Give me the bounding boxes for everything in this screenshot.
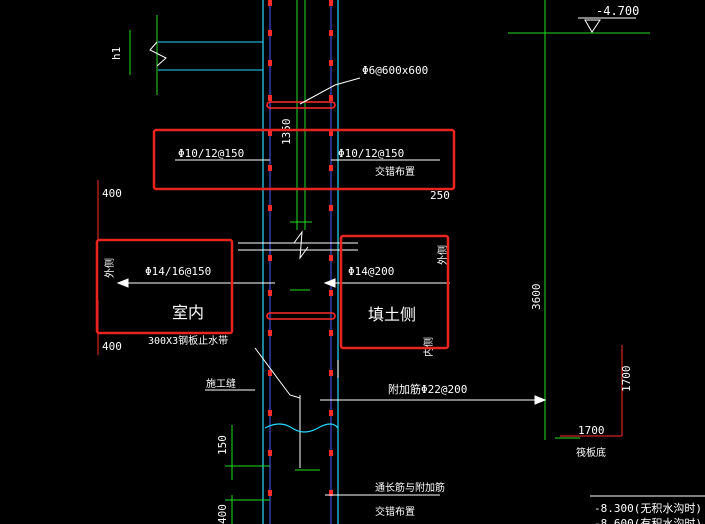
construction-joint-label: 施工缝 bbox=[206, 377, 236, 390]
indoor-label: 室内 bbox=[172, 303, 204, 322]
elevation-bottom-2: -8.600(有积水沟时) bbox=[594, 516, 702, 524]
rebar-left-top: Φ10/12@150 bbox=[178, 147, 244, 160]
dim-150-lines bbox=[225, 425, 270, 524]
stirrup-loops bbox=[266, 101, 336, 320]
rebar-leaders-mid bbox=[116, 278, 450, 288]
rebar-left-mid: Φ14/16@150 bbox=[145, 265, 211, 278]
backfill-side-label: 填土侧 bbox=[368, 305, 416, 324]
construction-joint-line bbox=[264, 423, 339, 433]
stirrup-label: Φ6@600x600 bbox=[362, 64, 428, 77]
outer-side-right: 外侧 bbox=[436, 245, 449, 265]
highlight-box-left bbox=[95, 238, 234, 335]
dim-1700-vertical: 1700 bbox=[620, 366, 633, 393]
dim-150: 150 bbox=[216, 435, 229, 455]
highlight-boxes bbox=[95, 128, 456, 350]
elevation-bottom-1: -8.300(无积水沟时) bbox=[594, 502, 702, 515]
dim-400-bottom: 400 bbox=[216, 504, 229, 524]
h1-label: h1 bbox=[110, 47, 123, 60]
additional-rebar-label: 附加筋Φ22@200 bbox=[388, 382, 467, 396]
rebar-right-mid: Φ14@200 bbox=[348, 265, 394, 278]
highlight-box-right bbox=[339, 234, 450, 350]
raft-bottom-label: 筏板底 bbox=[576, 446, 606, 459]
outer-side-left: 外侧 bbox=[103, 258, 116, 278]
stirrup-leader bbox=[299, 77, 361, 105]
break-line bbox=[238, 230, 358, 260]
highlight-box-top bbox=[152, 128, 456, 191]
dim-400-top: 400 bbox=[102, 187, 122, 200]
rebar-right-top: Φ10/12@150 bbox=[338, 147, 404, 160]
stagger-top: 交错布置 bbox=[375, 165, 415, 178]
dim-1700-horizontal: 1700 bbox=[578, 424, 605, 437]
stagger-bottom: 交错布置 bbox=[375, 505, 415, 518]
dim-3600: 3600 bbox=[530, 284, 543, 311]
dim-1350: 1350 bbox=[280, 119, 293, 146]
dim-250: 250 bbox=[430, 189, 450, 202]
waterstop-label: 300X3钢板止水带 bbox=[148, 334, 228, 347]
dim-1700-lines bbox=[560, 345, 623, 437]
wall-inner-marks bbox=[290, 221, 320, 471]
dim-400-mid: 400 bbox=[102, 340, 122, 353]
h1-dimension bbox=[129, 15, 263, 95]
rebar-dots bbox=[268, 0, 333, 496]
top-elevation-marker bbox=[508, 17, 650, 34]
long-bars-label: 通长筋与附加筋 bbox=[375, 481, 445, 494]
waterstop-leader bbox=[254, 347, 301, 399]
elevation-top: -4.700 bbox=[596, 4, 639, 18]
additional-rebar-leader bbox=[320, 360, 547, 405]
